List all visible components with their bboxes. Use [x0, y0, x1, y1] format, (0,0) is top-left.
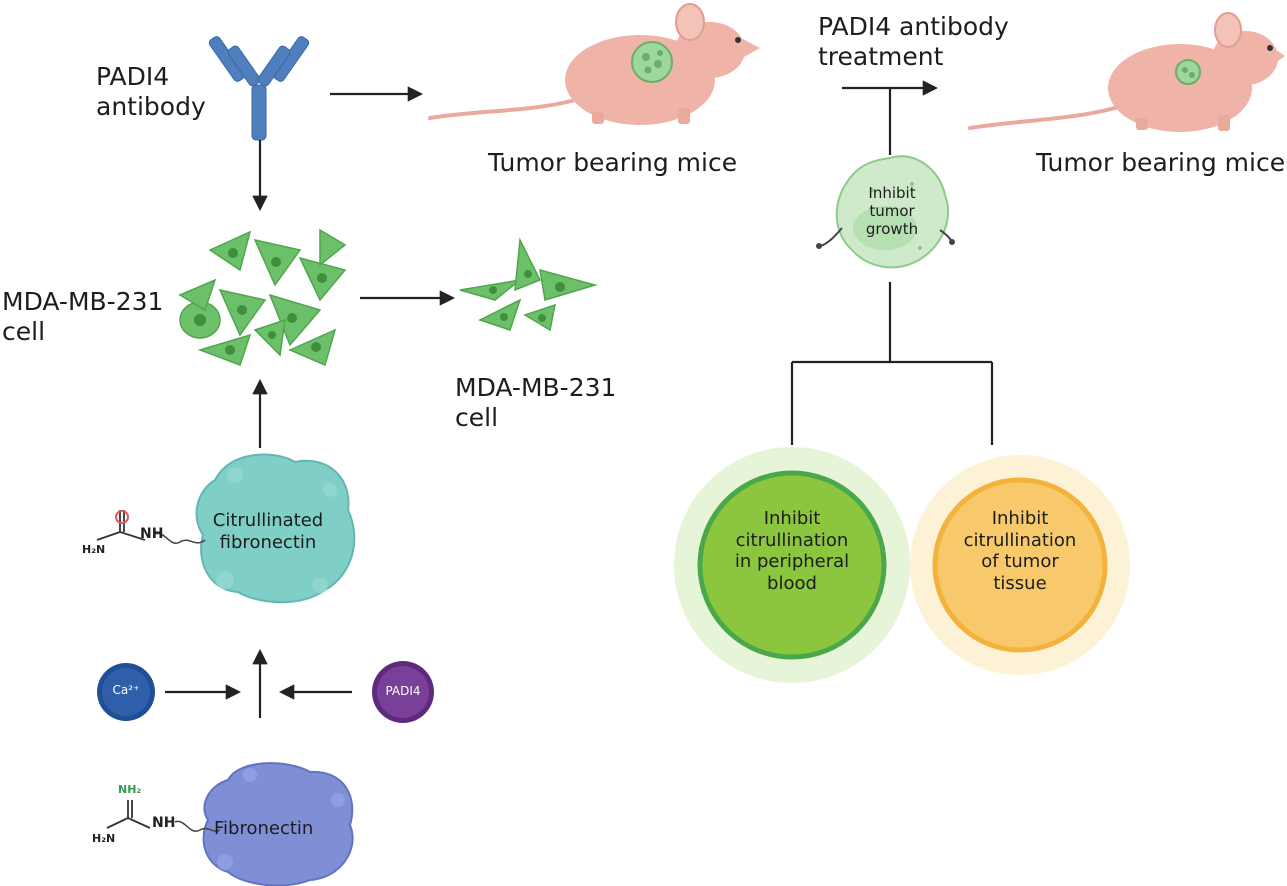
calcium-badge-label: Ca²⁺ [112, 683, 140, 697]
linker-top [154, 532, 206, 544]
antibody-icon [208, 36, 310, 141]
chem-structure-bottom [106, 800, 151, 829]
treatment-label: PADI4 antibody treatment [818, 12, 1009, 71]
arrows [165, 80, 939, 718]
chem-structure-top [96, 510, 146, 541]
blood-outcome-label: Inhibit citrullination in peripheral blo… [734, 508, 850, 594]
tissue-outcome-label: Inhibit citrullination of tumor tissue [963, 508, 1077, 594]
chem-bottom-h2n: H₂N [92, 832, 116, 845]
mouse-icon-right [968, 12, 1285, 132]
padi4-antibody-label: PADI4 antibody [96, 62, 206, 121]
tissue-outcome-circle [910, 455, 1130, 675]
fibronectin-blob [202, 762, 354, 886]
padi4-badge [372, 661, 434, 723]
cell-cluster-icon-right [459, 237, 598, 332]
citrullinated-fibronectin-blob [195, 453, 356, 604]
tumor-mice-right-label: Tumor bearing mice [1036, 148, 1286, 177]
blood-outcome-circle [674, 447, 910, 683]
cell-cluster-icon-left [178, 228, 347, 367]
mda-cell-left-label: MDA-MB-231 cell [2, 287, 164, 346]
citrullinated-fibronectin-label: Citrullinated fibronectin [212, 510, 324, 553]
chem-bottom-nh2: NH₂ [118, 783, 142, 796]
chem-top-nh: NH [140, 526, 164, 542]
chem-bottom-nh: NH [152, 815, 176, 831]
mouse-icon-left [428, 3, 760, 125]
cancer-cell-icon [816, 155, 955, 269]
padi4-badge-label: PADI4 [385, 684, 421, 698]
fibronectin-label: Fibronectin [214, 818, 314, 839]
tree-connectors [790, 88, 994, 445]
inhibit-tumor-growth-label: Inhibit tumor growth [865, 184, 919, 238]
calcium-badge [97, 663, 155, 721]
linker-bottom [174, 820, 221, 832]
mda-cell-right-label: MDA-MB-231 cell [455, 373, 617, 432]
tumor-mice-left-label: Tumor bearing mice [488, 148, 738, 177]
chem-top-h2n: H₂N [82, 543, 106, 556]
